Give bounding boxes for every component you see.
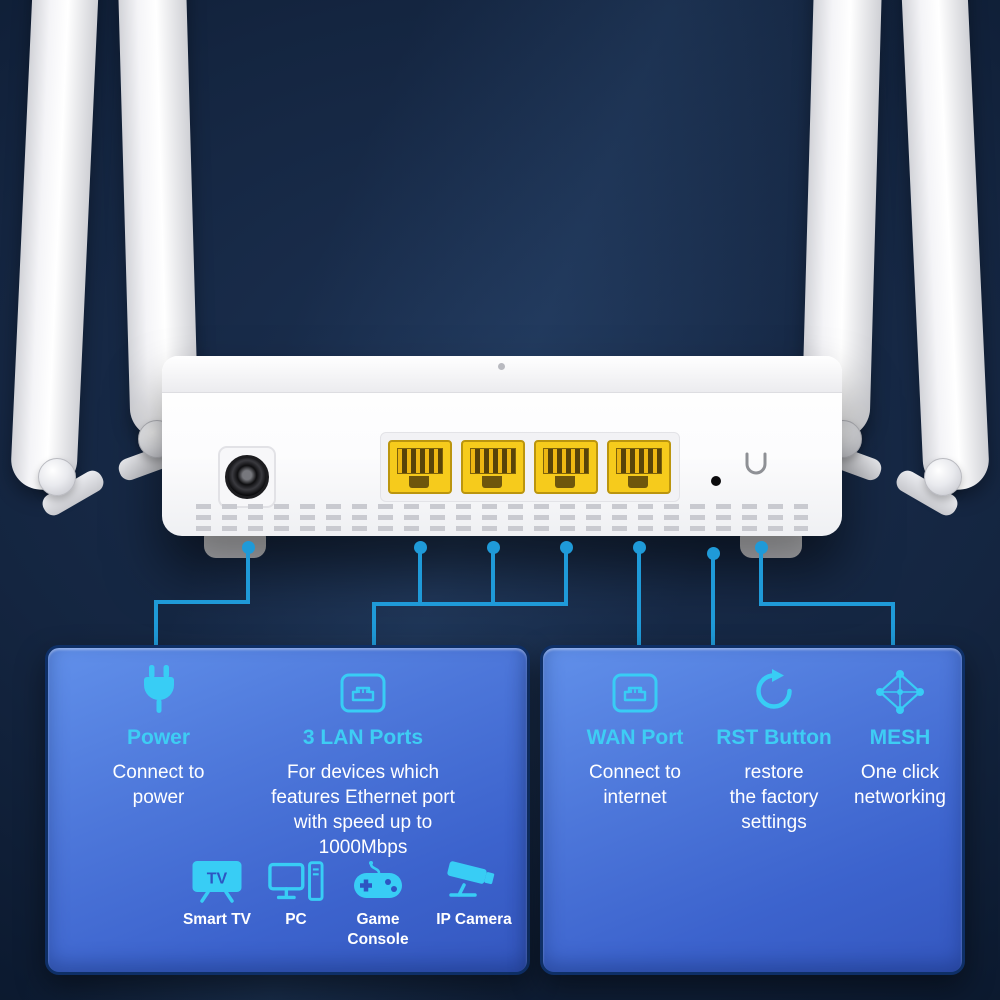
- feature-reset-button: RST Button restore the factory settings: [701, 662, 847, 835]
- ethernet-port-notch: [482, 476, 502, 488]
- smart-tv-icon: TV: [192, 861, 242, 903]
- antenna-hinge-knob: [924, 458, 962, 496]
- ip-camera-icon: [447, 861, 495, 897]
- power-plug-icon: [143, 665, 174, 713]
- reset-pinhole: [711, 476, 721, 486]
- router-body: [162, 356, 842, 536]
- callout-line-wan: [637, 548, 641, 647]
- vent-grille: [196, 515, 808, 520]
- feature-wan-port: WAN Port Connect to internet: [555, 662, 715, 810]
- feature-title-mesh: MESH: [869, 726, 931, 749]
- callout-line-lan: [491, 548, 495, 606]
- antenna-right-outer: [899, 0, 991, 492]
- callout-dot-lan3: [560, 541, 573, 554]
- ethernet-port-pins: [397, 448, 443, 474]
- ethernet-port-4: [607, 440, 671, 494]
- router-foot-right: [740, 533, 802, 558]
- ethernet-port-pins: [543, 448, 589, 474]
- ethernet-port-notch: [628, 476, 648, 488]
- callout-dot-lan1: [414, 541, 427, 554]
- features-panel-left: Power Connect to power 3 LAN Ports For d…: [45, 645, 530, 975]
- vent-grille: [196, 526, 808, 531]
- feature-title-reset: RST Button: [716, 726, 832, 749]
- device-label-pc: PC: [285, 911, 307, 928]
- device-ip-camera: IP Camera: [422, 854, 526, 930]
- power-jack-socket: [225, 455, 269, 499]
- callout-line-mesh: [759, 602, 895, 606]
- callout-line-power: [154, 600, 158, 647]
- callout-line-reset: [711, 554, 715, 647]
- feature-power: Power Connect to power: [66, 662, 251, 810]
- feature-lan-ports: 3 LAN Ports For devices which features E…: [238, 662, 488, 860]
- feature-title-power: Power: [126, 726, 191, 749]
- feature-title-lan: 3 LAN Ports: [302, 726, 424, 749]
- router-top-dot: [498, 363, 505, 370]
- feature-title-wan: WAN Port: [586, 726, 684, 749]
- ethernet-port-1: [388, 440, 452, 494]
- pc-icon: [268, 861, 324, 901]
- wan-port-icon: [612, 673, 658, 713]
- callout-line-lan: [418, 548, 422, 606]
- device-game-console: Game Console: [336, 854, 420, 950]
- ethernet-port-pins: [470, 448, 516, 474]
- callout-line-lan: [372, 602, 376, 647]
- device-label-ip-camera: IP Camera: [436, 911, 512, 928]
- ethernet-port-notch: [409, 476, 429, 488]
- callout-dot-lan2: [487, 541, 500, 554]
- feature-desc-reset: restore the factory settings: [729, 762, 819, 834]
- reset-icon: [756, 669, 792, 709]
- callout-dot-mesh: [755, 541, 768, 554]
- ethernet-port-2: [461, 440, 525, 494]
- feature-desc-mesh: One click networking: [854, 762, 946, 809]
- wps-button-icon: [745, 452, 767, 475]
- antenna-hinge-knob: [38, 458, 76, 496]
- feature-mesh: MESH One click networking: [839, 662, 961, 810]
- device-label-smart-tv: Smart TV: [182, 911, 252, 928]
- callout-line-mesh: [891, 602, 895, 647]
- feature-desc-wan: Connect to internet: [589, 762, 681, 809]
- callout-line-power: [154, 600, 250, 604]
- tv-icon-text: TV: [207, 871, 228, 888]
- router-foot-left: [204, 533, 266, 558]
- callout-line-mesh: [759, 548, 763, 606]
- features-panel-right: WAN Port Connect to internet RST Button …: [540, 645, 965, 975]
- mesh-icon: [876, 670, 924, 714]
- device-label-game-console: Game Console: [347, 911, 409, 949]
- router-top-edge: [162, 356, 842, 393]
- device-smart-tv: TV Smart TV: [168, 854, 266, 930]
- power-jack: [218, 446, 276, 508]
- callout-dot-reset: [707, 547, 720, 560]
- callout-line-power: [246, 548, 250, 604]
- callout-dot-power: [242, 541, 255, 554]
- ethernet-port-notch: [555, 476, 575, 488]
- lan-ports-icon: [340, 673, 386, 713]
- antenna-left-outer: [9, 0, 101, 492]
- feature-desc-lan: For devices which features Ethernet port…: [271, 762, 455, 859]
- game-console-icon: [354, 861, 402, 898]
- callout-line-lan: [372, 602, 568, 606]
- vent-grille: [196, 504, 808, 509]
- feature-desc-power: Connect to power: [112, 762, 205, 809]
- ethernet-port-pins: [616, 448, 662, 474]
- device-pc: PC: [268, 854, 324, 930]
- callout-dot-wan: [633, 541, 646, 554]
- ethernet-port-3: [534, 440, 598, 494]
- callout-line-lan: [564, 548, 568, 606]
